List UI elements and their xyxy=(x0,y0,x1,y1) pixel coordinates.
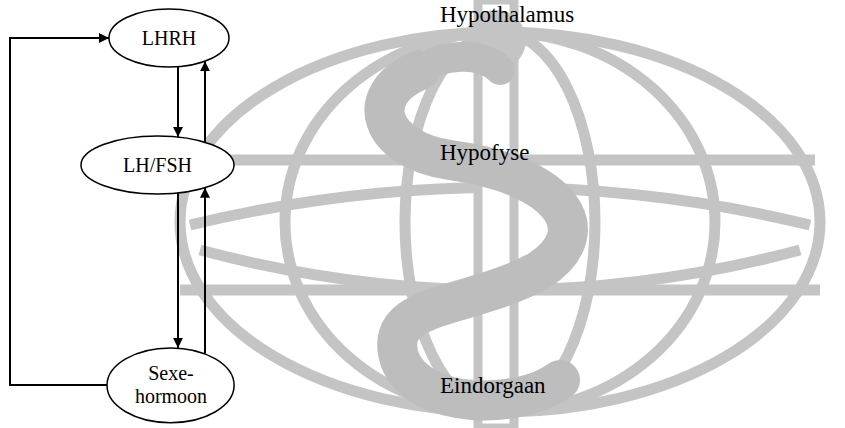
level-label: Hypofyse xyxy=(440,140,529,166)
level-label: Hypothalamus xyxy=(440,2,574,28)
level-label: Eindorgaan xyxy=(440,373,546,399)
ellipse-node: LHRH xyxy=(108,8,230,68)
node-text: LHRH xyxy=(142,27,196,50)
ellipse-node: LH/FSH xyxy=(80,135,235,195)
feedback-arrow xyxy=(177,67,179,137)
feedback-arrow xyxy=(204,61,206,142)
node-text: Sexe- hormoon xyxy=(132,362,210,408)
node-text: LH/FSH xyxy=(123,154,192,177)
feedback-arrow xyxy=(204,188,206,354)
feedback-arrow xyxy=(177,193,179,348)
feedback-arrow xyxy=(10,38,109,385)
ellipse-node: Sexe- hormoon xyxy=(106,347,235,424)
